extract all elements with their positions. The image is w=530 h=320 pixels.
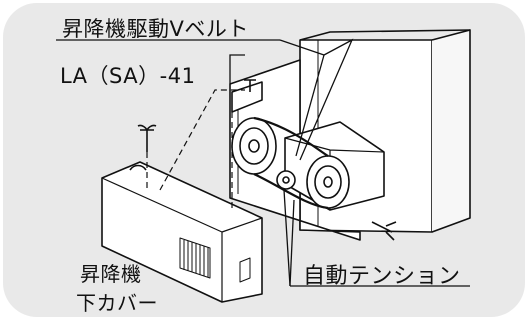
cover-label-line2: 下カバー bbox=[76, 291, 158, 315]
wing-bolt bbox=[137, 124, 157, 152]
model-bracket bbox=[229, 54, 245, 84]
belt-leader-3 bbox=[299, 38, 354, 161]
belt-leader-1 bbox=[279, 39, 325, 56]
auto-tension-label: 自動テンション bbox=[303, 264, 461, 289]
cover-slot bbox=[239, 257, 251, 283]
guide-dash-2 bbox=[159, 89, 245, 191]
belt-label: 昇降機駆動Vベルト bbox=[62, 17, 249, 41]
vent-grille bbox=[179, 237, 211, 279]
top-bracket bbox=[231, 81, 263, 113]
side-bolt bbox=[371, 221, 397, 241]
tension-leader-1 bbox=[283, 189, 291, 287]
cover-notch bbox=[129, 164, 147, 171]
tension-leader-2 bbox=[289, 199, 295, 287]
model-code-label: LA（SA）-41 bbox=[60, 64, 196, 88]
belt-leader-2 bbox=[295, 54, 325, 157]
cover-label-line1: 昇降機 bbox=[80, 262, 142, 286]
top-bolt bbox=[244, 79, 256, 92]
